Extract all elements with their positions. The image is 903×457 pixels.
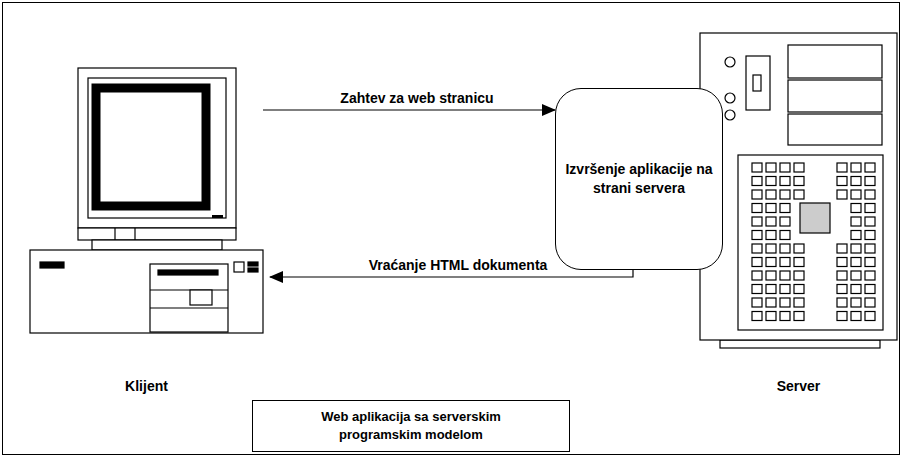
device-label: Klijent — [30, 378, 263, 394]
frame — [3, 3, 900, 455]
device-label: Server — [700, 378, 897, 394]
box-text: Izvršenje aplikacije na strani servera — [556, 160, 722, 198]
client-computer — [30, 68, 263, 333]
server-node: Server — [700, 33, 897, 348]
box-text: Web aplikacija sa serverskim programskim… — [304, 408, 519, 444]
client-computer-node: Klijent — [30, 66, 263, 334]
process-box: Izvršenje aplikacije na strani servera — [555, 88, 723, 270]
edge-label: Vraćanje HTML dokumenta — [366, 257, 551, 273]
server-tower — [700, 33, 897, 348]
arrow-connector — [263, 109, 555, 110]
caption-box: Web aplikacija sa serverskim programskim… — [252, 400, 570, 452]
edge-label: Zahtev za web stranicu — [337, 90, 496, 106]
